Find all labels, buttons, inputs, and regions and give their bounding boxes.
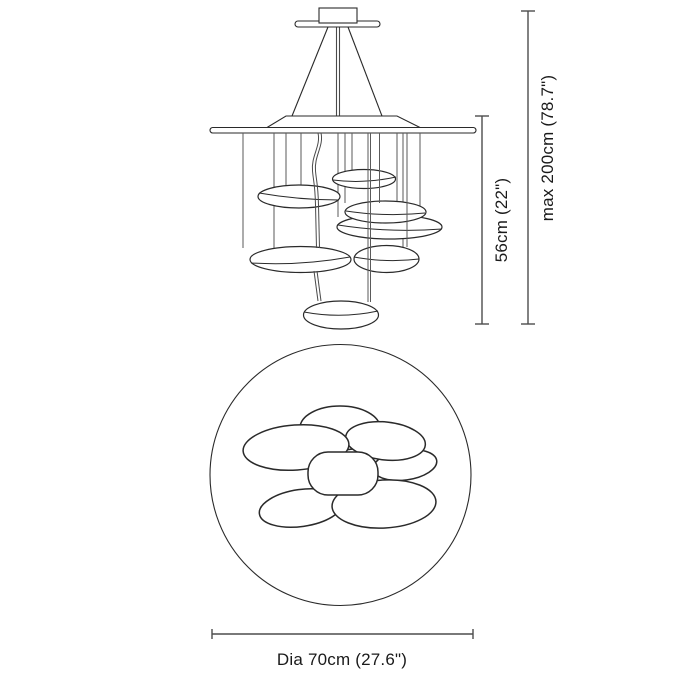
cone-base-plate xyxy=(265,115,421,129)
ceiling-canopy xyxy=(294,7,381,28)
height-dimension-label: 56cm (22") xyxy=(492,178,511,263)
pebble-side-e xyxy=(353,244,420,274)
pebble-plan-center xyxy=(307,451,379,496)
support-disc xyxy=(209,126,477,134)
side-view xyxy=(209,7,477,330)
top-view xyxy=(209,343,472,607)
front-rods-and-cable xyxy=(311,132,408,302)
max-height-dimension-label: max 200cm (78.7") xyxy=(538,75,557,221)
pebble-diffusers-side xyxy=(249,168,443,330)
pebble-side-g xyxy=(302,300,380,330)
power-cable xyxy=(311,132,323,302)
pebble-diffusers-plan xyxy=(242,405,438,529)
diameter-dimension: Dia 70cm (27.6") xyxy=(211,629,474,669)
suspension-cone xyxy=(291,26,383,117)
pebble-side-a xyxy=(331,168,397,190)
pebble-side-f xyxy=(249,245,352,274)
max-height-dimension: max 200cm (78.7") xyxy=(521,10,557,325)
diameter-dimension-label: Dia 70cm (27.6") xyxy=(277,650,407,669)
pebble-side-c xyxy=(344,200,427,224)
pebble-side-b xyxy=(257,184,341,209)
height-dimension: 56cm (22") xyxy=(475,115,511,325)
